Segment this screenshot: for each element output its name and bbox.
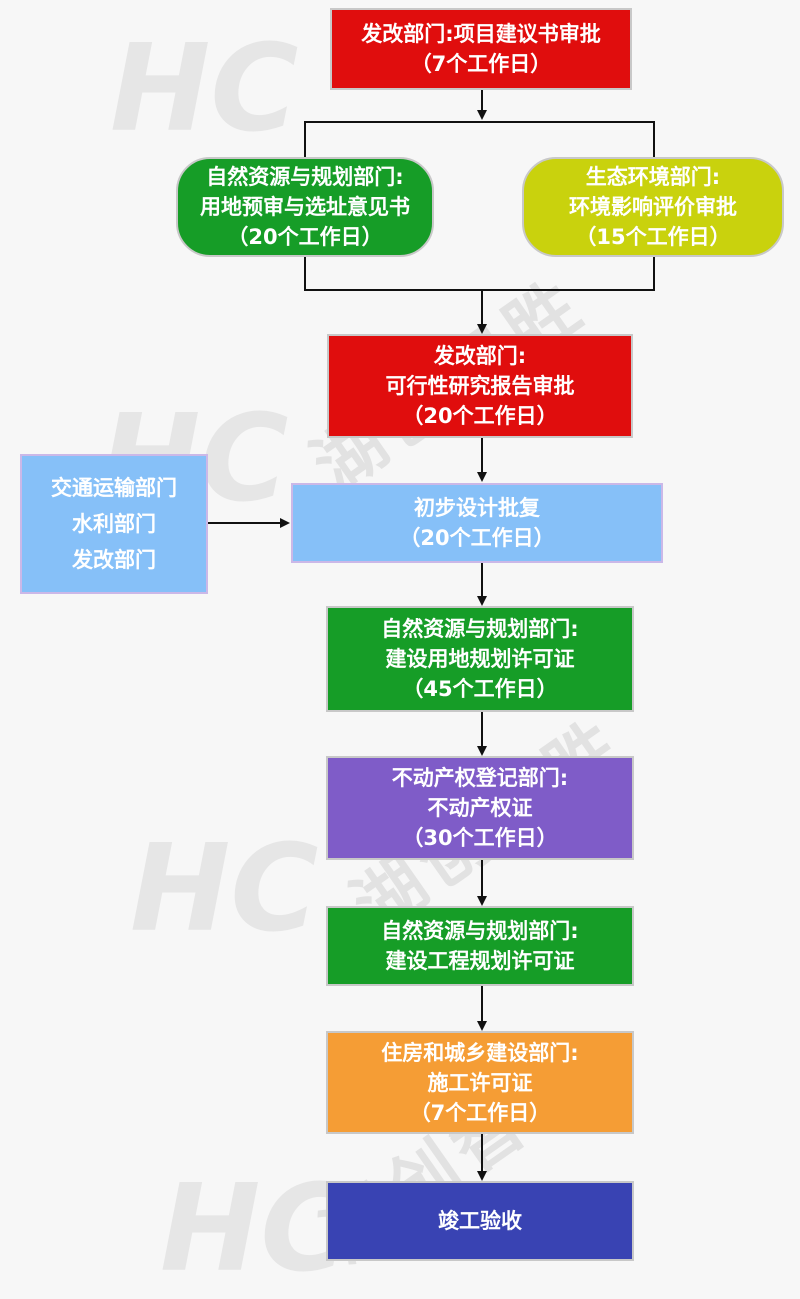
node-line: 自然资源与规划部门: xyxy=(206,165,404,189)
node-line: 环境影响评价审批 xyxy=(569,195,737,219)
node-land-pre-review: 自然资源与规划部门: 用地预审与选址意见书 （20个工作日） xyxy=(176,157,434,257)
node-line: 不动产权证 xyxy=(427,796,533,820)
node-line: 生态环境部门: xyxy=(585,165,721,189)
node-line: 发改部门 xyxy=(72,548,156,572)
node-completion-acceptance: 竣工验收 xyxy=(326,1181,634,1261)
node-preliminary-design: 初步设计批复 （20个工作日） xyxy=(291,483,663,563)
node-line: （30个工作日） xyxy=(402,826,558,850)
node-line: 自然资源与规划部门: xyxy=(381,617,579,641)
node-line: 不动产权登记部门: xyxy=(391,766,569,790)
node-line: （20个工作日） xyxy=(399,526,555,550)
node-construction-planning-permit: 自然资源与规划部门: 建设工程规划许可证 xyxy=(326,906,634,986)
node-construction-permit: 住房和城乡建设部门: 施工许可证 （7个工作日） xyxy=(326,1031,634,1134)
node-line: 竣工验收 xyxy=(438,1209,522,1233)
node-environmental-review: 生态环境部门: 环境影响评价审批 （15个工作日） xyxy=(522,157,784,257)
node-line: （45个工作日） xyxy=(402,677,558,701)
node-line: 建设工程规划许可证 xyxy=(385,949,575,973)
node-feasibility-approval: 发改部门: 可行性研究报告审批 （20个工作日） xyxy=(327,334,633,438)
node-line: （7个工作日） xyxy=(409,1100,551,1125)
split-bracket xyxy=(304,121,655,160)
node-line: 自然资源与规划部门: xyxy=(381,919,579,943)
node-line: （7个工作日） xyxy=(410,52,552,76)
node-proposal-approval: 发改部门:项目建议书审批 （7个工作日） xyxy=(330,8,632,90)
node-line: 可行性研究报告审批 xyxy=(385,374,575,398)
node-line: 交通运输部门 xyxy=(51,476,177,500)
node-line: 发改部门: xyxy=(433,344,527,368)
node-line: （20个工作日） xyxy=(402,404,558,428)
node-line: （20个工作日） xyxy=(227,225,383,249)
node-line: 施工许可证 xyxy=(427,1070,533,1095)
node-land-planning-permit: 自然资源与规划部门: 建设用地规划许可证 （45个工作日） xyxy=(326,606,634,712)
node-line: （15个工作日） xyxy=(575,225,731,249)
join-bracket xyxy=(304,256,655,291)
node-line: 发改部门:项目建议书审批 xyxy=(361,22,601,46)
node-line: 初步设计批复 xyxy=(414,496,540,520)
node-line: 住房和城乡建设部门: xyxy=(381,1040,579,1065)
node-line: 用地预审与选址意见书 xyxy=(200,195,410,219)
node-property-certificate: 不动产权登记部门: 不动产权证 （30个工作日） xyxy=(326,756,634,860)
node-line: 建设用地规划许可证 xyxy=(385,647,575,671)
node-side-departments: 交通运输部门 水利部门 发改部门 xyxy=(20,454,208,594)
node-line: 水利部门 xyxy=(72,512,156,536)
